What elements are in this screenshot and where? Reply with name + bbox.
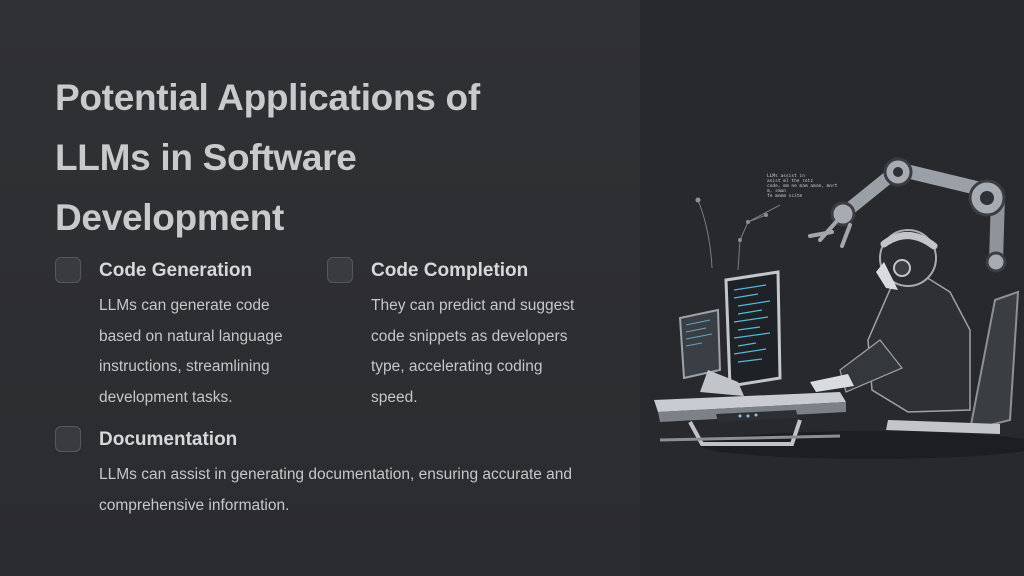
checkbox-icon: [55, 257, 81, 283]
item-heading: Documentation: [99, 429, 238, 450]
item-heading: Code Generation: [99, 260, 253, 281]
content-panel: Potential Applications of LLMs in Softwa…: [0, 0, 640, 576]
note-line: fe mnmm scitm: [767, 193, 803, 199]
item-text: LLMs can assist in generating documentat…: [99, 466, 573, 514]
checkbox-icon: [55, 426, 81, 452]
illustration-panel: LLMs assist in asist ml the rotz code, m…: [640, 0, 1024, 576]
robot-arm-developer-illustration: LLMs assist in asist ml the rotz code, m…: [654, 157, 1024, 459]
note-line: asist ml the rotz: [767, 178, 813, 184]
item-heading: Code Completion: [371, 260, 529, 281]
note-line: LLMs assist in: [767, 173, 805, 179]
item-text: They can predict and suggest code snippe…: [371, 297, 575, 406]
page-title: Potential Applications of LLMs in Softwa…: [55, 77, 480, 238]
item-text: LLMs can generate code based on natural …: [99, 297, 283, 406]
note-line: m, sman: [767, 189, 786, 194]
note-line: code, mm ne mam amsm, mnrt: [767, 183, 838, 189]
checkbox-icon: [327, 257, 353, 283]
